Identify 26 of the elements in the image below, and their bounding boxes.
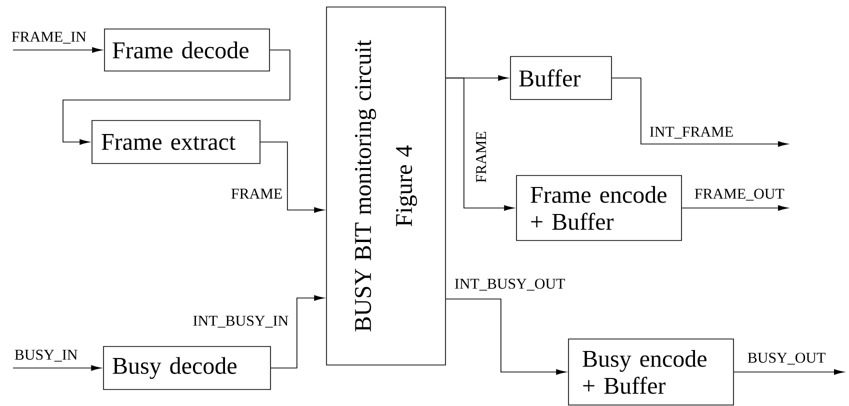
edge-label: BUSY_OUT xyxy=(746,352,827,366)
arrow xyxy=(12,365,102,371)
arrow xyxy=(682,205,788,211)
arrow xyxy=(734,369,844,375)
arrow xyxy=(12,47,102,53)
edge-label: INT_BUSY_OUT xyxy=(453,278,566,292)
edge-label: FRAME xyxy=(475,130,487,184)
edge-label: INT_BUSY_IN xyxy=(192,314,290,329)
arrow xyxy=(260,142,324,213)
arrow xyxy=(612,78,788,147)
edge-label: BUSY_IN xyxy=(13,348,79,363)
block-box: Frame decode xyxy=(104,28,270,72)
block-box: Frame encode + Buffer xyxy=(516,175,682,241)
arrow xyxy=(270,295,324,368)
circuit-block: BUSY BIT monitoring circuit Figure 4 xyxy=(326,6,446,366)
block-box: Frame extract xyxy=(92,120,260,164)
edge-label: INT_FRAME xyxy=(648,126,735,140)
block-box: Busy decode xyxy=(103,346,271,390)
block-box: Buffer xyxy=(510,56,612,100)
arrow xyxy=(446,298,566,375)
block-box: Busy encode + Buffer xyxy=(568,338,734,406)
edge-label: FRAME_OUT xyxy=(693,188,786,202)
edge-label: FRAME xyxy=(230,188,284,200)
arrow xyxy=(446,78,514,211)
edge-label: FRAME_IN xyxy=(10,30,88,45)
arrow xyxy=(62,50,290,145)
